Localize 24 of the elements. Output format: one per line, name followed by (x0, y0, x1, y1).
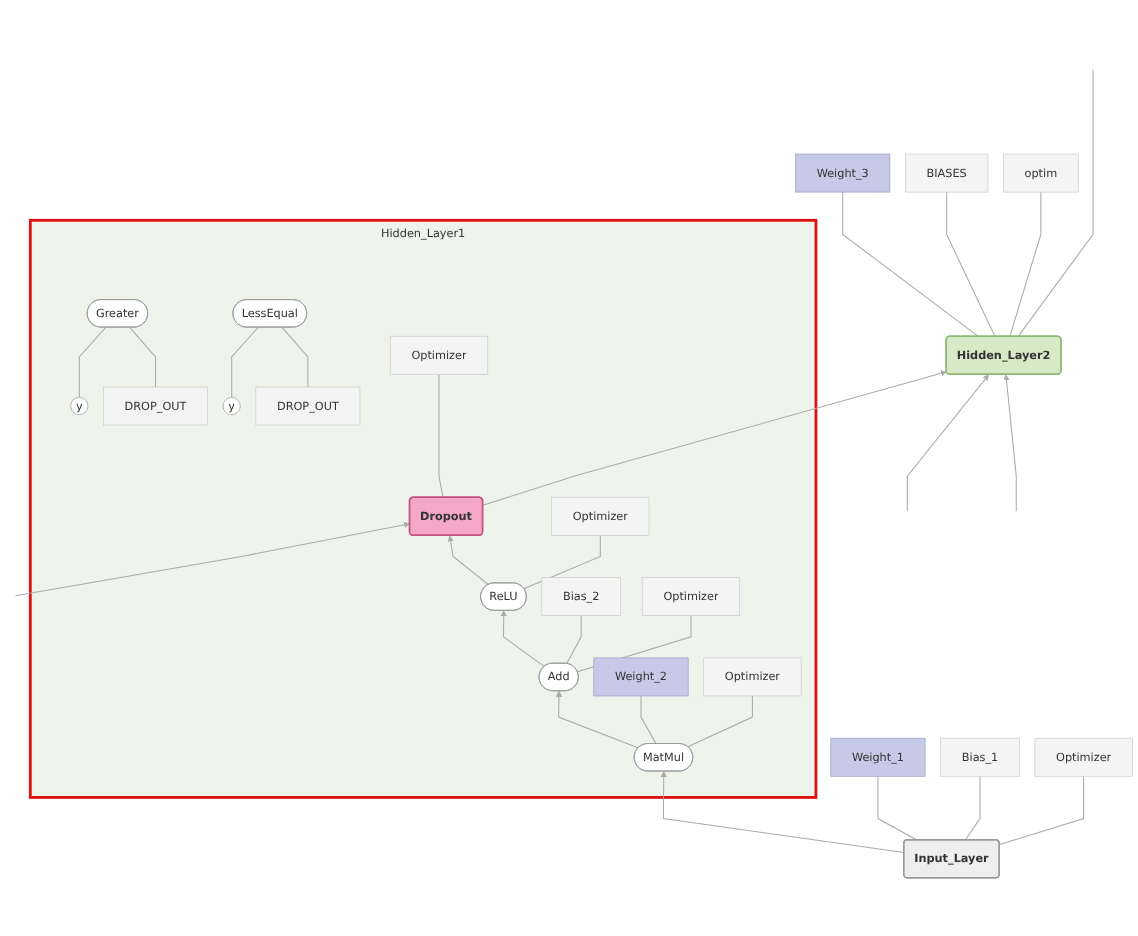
connector-line (78, 326, 107, 398)
connector-line (523, 534, 601, 589)
connector-line (129, 326, 157, 387)
connector-line (842, 190, 980, 337)
arrow (500, 609, 545, 667)
connector-line (946, 190, 996, 337)
arrow (1003, 373, 1017, 512)
arrow (660, 770, 905, 853)
connector-line (687, 694, 753, 747)
connector-line (964, 775, 981, 840)
connector-line (1017, 68, 1094, 337)
connector-line (281, 326, 309, 387)
connector-line (999, 775, 1085, 845)
arrow (482, 369, 947, 506)
connector-line (566, 614, 582, 664)
connector-line (438, 373, 444, 498)
arrow (555, 690, 640, 748)
arrow (447, 534, 489, 585)
connector-line (231, 326, 259, 398)
connector-line (640, 694, 657, 744)
arrow (14, 521, 411, 596)
arrow (906, 373, 990, 512)
connector-line (1009, 190, 1042, 337)
connector-line (877, 775, 918, 840)
